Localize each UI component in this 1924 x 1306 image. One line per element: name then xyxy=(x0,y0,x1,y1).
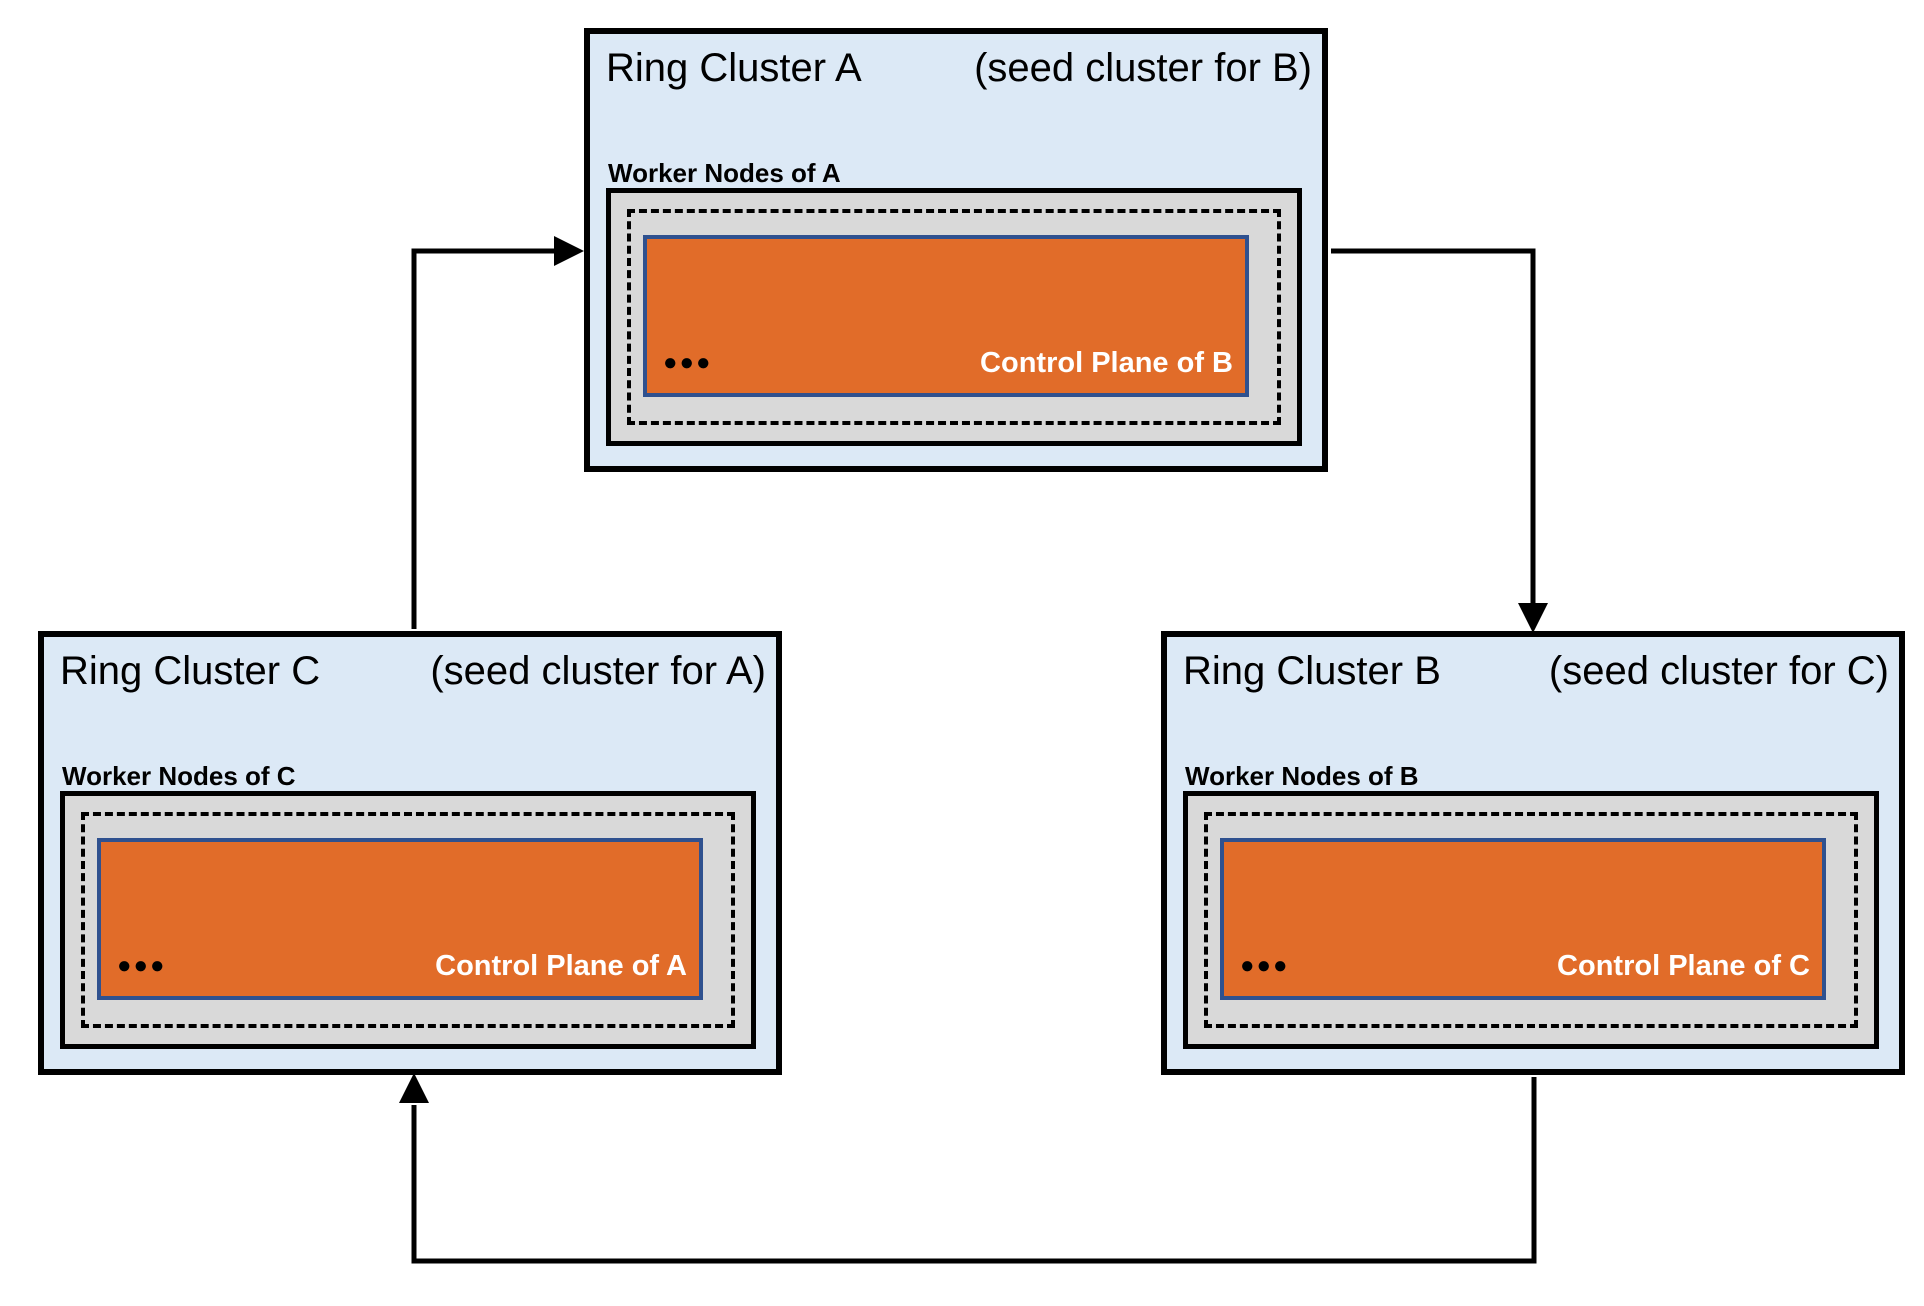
cluster-a-dashed-boundary: ●●● Control Plane of B xyxy=(627,209,1281,425)
cluster-a-worker-nodes-box: ●●● Control Plane of B xyxy=(606,188,1302,446)
cluster-c-control-plane-box: ●●● Control Plane of A xyxy=(97,838,703,1000)
cluster-c-control-plane-label: Control Plane of A xyxy=(435,949,687,982)
cluster-a-control-plane-box: ●●● Control Plane of B xyxy=(643,235,1249,397)
cluster-b-control-plane-label: Control Plane of C xyxy=(1557,949,1810,982)
cluster-b-worker-label: Worker Nodes of B xyxy=(1185,761,1419,791)
cluster-b-worker-nodes-box: ●●● Control Plane of C xyxy=(1183,791,1879,1049)
cluster-c-worker-label: Worker Nodes of C xyxy=(62,761,296,791)
cluster-b-dashed-boundary: ●●● Control Plane of C xyxy=(1204,812,1858,1028)
cluster-c-title-row: Ring Cluster C (seed cluster for A) xyxy=(60,645,766,697)
cluster-c-title: Ring Cluster C xyxy=(60,649,321,693)
cluster-a-title: Ring Cluster A xyxy=(606,46,862,90)
ellipsis-dots: ●●● xyxy=(1240,952,1290,979)
cluster-a-control-row: ●●● Control Plane of B xyxy=(663,339,1233,387)
arrow-a-to-b xyxy=(1331,248,1548,633)
cluster-b-control-plane-box: ●●● Control Plane of C xyxy=(1220,838,1826,1000)
cluster-b-control-row: ●●● Control Plane of C xyxy=(1240,942,1810,990)
arrow-c-to-a xyxy=(411,236,584,629)
cluster-c-seed-note: (seed cluster for A) xyxy=(430,649,766,693)
cluster-box-a: Ring Cluster A (seed cluster for B) Work… xyxy=(584,28,1328,472)
ellipsis-dots: ●●● xyxy=(663,349,713,376)
arrow-b-to-c xyxy=(399,1073,1537,1264)
cluster-box-c: Ring Cluster C (seed cluster for A) Work… xyxy=(38,631,782,1075)
cluster-a-title-row: Ring Cluster A (seed cluster for B) xyxy=(606,42,1312,94)
cluster-b-title-row: Ring Cluster B (seed cluster for C) xyxy=(1183,645,1889,697)
ellipsis-dots: ●●● xyxy=(117,952,167,979)
cluster-c-control-row: ●●● Control Plane of A xyxy=(117,942,687,990)
cluster-a-control-plane-label: Control Plane of B xyxy=(980,346,1233,379)
cluster-a-seed-note: (seed cluster for B) xyxy=(974,46,1312,90)
cluster-a-worker-label: Worker Nodes of A xyxy=(608,158,841,188)
cluster-c-dashed-boundary: ●●● Control Plane of A xyxy=(81,812,735,1028)
cluster-c-worker-nodes-box: ●●● Control Plane of A xyxy=(60,791,756,1049)
cluster-b-title: Ring Cluster B xyxy=(1183,649,1441,693)
cluster-b-seed-note: (seed cluster for C) xyxy=(1548,649,1889,693)
cluster-box-b: Ring Cluster B (seed cluster for C) Work… xyxy=(1161,631,1905,1075)
